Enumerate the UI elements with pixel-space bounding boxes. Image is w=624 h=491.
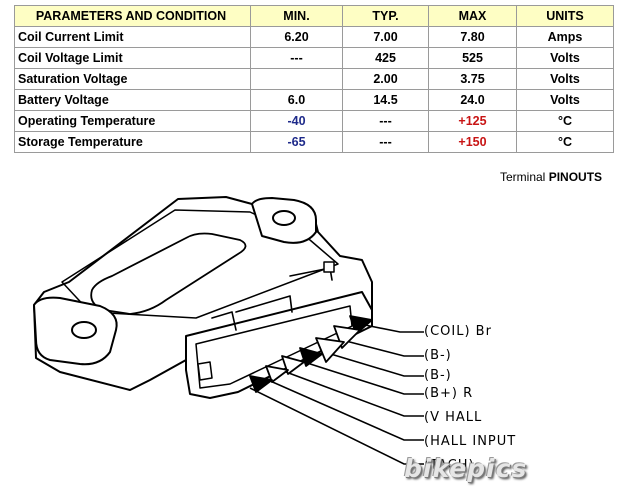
parameter-name: Coil Current Limit: [14, 26, 251, 48]
table-row: Operating Temperature -40 --- +125 °C: [14, 110, 614, 132]
pinouts-caption: Terminal PINOUTS: [500, 170, 612, 184]
connector-front: [195, 305, 353, 389]
typ-value: 14.5: [342, 89, 429, 111]
header-max: MAX: [428, 5, 517, 27]
watermark-logo: bikepics: [404, 454, 528, 483]
typ-value: ---: [342, 131, 429, 153]
min-value: 6.0: [250, 89, 343, 111]
header-parameters: PARAMETERS AND CONDITION: [14, 5, 251, 27]
pin-label-coil: (COIL) Br: [424, 324, 492, 339]
table-row: Coil Current Limit 6.20 7.00 7.80 Amps: [14, 26, 614, 48]
max-value: +125: [428, 110, 517, 132]
connector-housing: [185, 291, 373, 399]
table-row: Coil Voltage Limit --- 425 525 Volts: [14, 47, 614, 69]
pin-label-tach: (TACH): [424, 458, 475, 473]
table-header-row: PARAMETERS AND CONDITION MIN. TYP. MAX U…: [14, 5, 614, 27]
rear-tab: [323, 261, 335, 273]
pin-label-hall-input: (HALL INPUT: [424, 434, 517, 449]
max-value: 7.80: [428, 26, 517, 48]
pin-label-battery: (B+) R: [424, 386, 474, 401]
table-row: Saturation Voltage 2.00 3.75 Volts: [14, 68, 614, 90]
parameter-name: Coil Voltage Limit: [14, 47, 251, 69]
table-row: Storage Temperature -65 --- +150 °C: [14, 131, 614, 153]
min-value: 6.20: [250, 26, 343, 48]
terminal-arrows: [249, 315, 373, 393]
pin-label-v-hall: (V HALL: [424, 410, 483, 425]
left-mounting-hole: [71, 321, 97, 339]
parameter-name: Battery Voltage: [14, 89, 251, 111]
parameter-name: Operating Temperature: [14, 110, 251, 132]
specifications-table: PARAMETERS AND CONDITION MIN. TYP. MAX U…: [14, 5, 614, 153]
max-value: 24.0: [428, 89, 517, 111]
min-value: ---: [250, 47, 343, 69]
unit-value: °C: [516, 110, 614, 132]
min-value: -65: [250, 131, 343, 153]
caption-prefix: Terminal: [500, 170, 549, 184]
unit-value: Volts: [516, 89, 614, 111]
header-units: UNITS: [516, 5, 614, 27]
max-value: 525: [428, 47, 517, 69]
ignition-module-diagram: [33, 196, 424, 465]
parameter-name: Saturation Voltage: [14, 68, 251, 90]
connector-latch: [197, 361, 213, 381]
terminal-leader-lines: [249, 323, 424, 465]
header-min: MIN.: [250, 5, 343, 27]
typ-value: ---: [342, 110, 429, 132]
table-row: Battery Voltage 6.0 14.5 24.0 Volts: [14, 89, 614, 111]
max-value: +150: [428, 131, 517, 153]
min-value: [250, 68, 343, 90]
parameter-name: Storage Temperature: [14, 131, 251, 153]
header-typ: TYP.: [342, 5, 429, 27]
unit-value: Volts: [516, 47, 614, 69]
max-value: 3.75: [428, 68, 517, 90]
unit-value: Amps: [516, 26, 614, 48]
pin-label-ground-1: (B-): [424, 348, 452, 363]
typ-value: 425: [342, 47, 429, 69]
pin-label-ground-2: (B-): [424, 368, 452, 383]
unit-value: °C: [516, 131, 614, 153]
caption-bold: PINOUTS: [548, 170, 603, 184]
top-mounting-hole: [272, 210, 296, 226]
typ-value: 2.00: [342, 68, 429, 90]
typ-value: 7.00: [342, 26, 429, 48]
min-value: -40: [250, 110, 343, 132]
unit-value: Volts: [516, 68, 614, 90]
